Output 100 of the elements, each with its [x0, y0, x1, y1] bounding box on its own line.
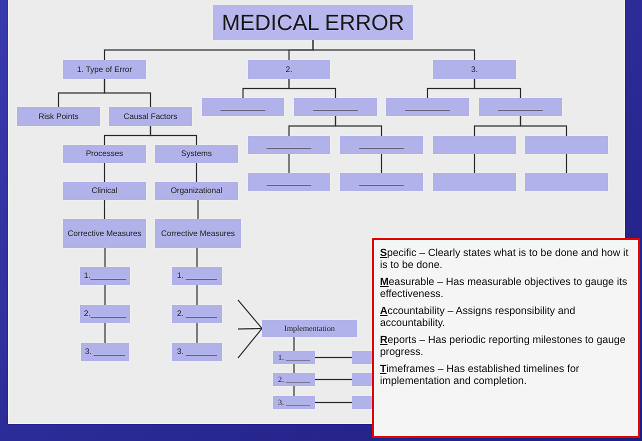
node-label: 2. _______ — [176, 309, 218, 319]
node-label: Implementation — [284, 324, 335, 334]
node-label: Organizational — [170, 186, 222, 196]
note-box — [372, 238, 640, 438]
connector-line — [196, 323, 198, 343]
box-shape — [433, 173, 516, 191]
node-label: 3. — [471, 64, 478, 74]
node-label: __________ — [313, 102, 358, 112]
label-box — [479, 98, 562, 116]
label-box — [155, 145, 238, 163]
connector-line — [315, 356, 352, 358]
node-label: __________ — [220, 102, 266, 112]
node-label: 3. ______ — [278, 398, 310, 408]
node-label: __________ — [266, 140, 312, 150]
label-box — [63, 145, 146, 163]
connector-line — [474, 79, 522, 98]
node-label: 3. _______ — [84, 347, 126, 357]
label-box — [433, 60, 516, 79]
connector-line — [104, 323, 106, 343]
node-label: 1. ______ — [278, 352, 310, 362]
label-box — [80, 305, 130, 323]
label-box — [273, 373, 315, 386]
definition-text: Specific – Clearly states what is to be done and how it is to be done. — [380, 248, 630, 273]
definition-text: Accountability – Assigns responsibility and accountability. — [380, 306, 576, 331]
label-box — [262, 320, 357, 337]
node-label: Risk Points — [38, 112, 78, 122]
connector-line — [196, 285, 198, 305]
node-label: Clinical — [92, 186, 118, 196]
node-label: 1. Type of Error — [77, 64, 132, 74]
connector-line — [315, 402, 352, 404]
label-box — [17, 107, 100, 126]
node-label: Corrective Measures — [161, 228, 235, 238]
label-box — [248, 173, 330, 191]
box-shape — [525, 136, 608, 154]
label-box — [172, 305, 222, 323]
label-box — [248, 60, 330, 79]
connector-line — [104, 79, 152, 107]
connector-line — [293, 337, 295, 351]
connector-line — [293, 386, 295, 396]
label-box — [273, 396, 315, 409]
connector-line — [238, 328, 262, 330]
node-label: Systems — [181, 149, 212, 159]
connector-line — [474, 154, 476, 173]
definition-text: Timeframes – Has established timelines for implementation and completion. — [380, 364, 580, 389]
connector-line — [238, 300, 262, 329]
connector-line — [312, 40, 476, 60]
definition-text: Reports – Has periodic reporting milestones to gauge progress. — [380, 334, 626, 360]
label-box — [81, 343, 129, 361]
node-label: Processes — [86, 149, 124, 159]
label-box — [294, 98, 377, 116]
node-label: __________ — [359, 177, 404, 187]
label-box — [273, 351, 315, 364]
node-label: 2. — [286, 64, 292, 74]
connector-line — [334, 116, 382, 136]
connector-line — [288, 154, 290, 173]
node-label: Causal Factors — [124, 112, 178, 122]
label-box — [63, 219, 146, 248]
box-shape — [352, 396, 372, 409]
title-box — [213, 5, 413, 40]
connector-line — [104, 285, 106, 305]
label-box — [63, 182, 146, 200]
box-shape — [433, 136, 516, 154]
box-shape — [352, 373, 372, 386]
node-label: 2.________ — [84, 309, 126, 319]
node-label: __________ — [359, 140, 404, 150]
connector-line — [288, 79, 336, 98]
node-label: 1. _______ — [176, 271, 218, 281]
label-box — [155, 182, 238, 200]
node-label: 1.________ — [84, 271, 126, 281]
node-label: __________ — [266, 177, 312, 187]
label-box — [340, 136, 423, 154]
label-box — [340, 173, 423, 191]
node-label: 2. ______ — [278, 374, 310, 384]
connector-line — [104, 200, 106, 219]
node-label: MEDICAL ERROR — [222, 10, 404, 36]
connector-line — [566, 154, 568, 173]
label-box — [172, 343, 222, 361]
label-box — [109, 107, 192, 126]
connector-line — [196, 248, 198, 267]
definition-text: Measurable – Has measurable objectives to gauge its effectiveness. — [380, 276, 628, 302]
label-box — [155, 219, 241, 248]
node-label: Corrective Measures — [68, 228, 142, 238]
box-shape — [352, 351, 372, 364]
label-box — [386, 98, 469, 116]
box-shape — [525, 173, 608, 191]
connector-line — [315, 378, 352, 380]
connector-line — [520, 116, 568, 136]
connector-line — [196, 163, 198, 182]
label-box — [80, 267, 130, 285]
label-box — [63, 60, 146, 79]
connector-line — [104, 248, 106, 267]
connector-line — [238, 328, 262, 358]
node-label: __________ — [405, 102, 450, 112]
connector-line — [197, 200, 199, 219]
connector-line — [104, 163, 106, 182]
node-label: __________ — [498, 102, 543, 112]
label-box — [248, 136, 330, 154]
connector-line — [380, 154, 382, 173]
label-box — [202, 98, 284, 116]
node-label: 3. _______ — [176, 347, 218, 357]
